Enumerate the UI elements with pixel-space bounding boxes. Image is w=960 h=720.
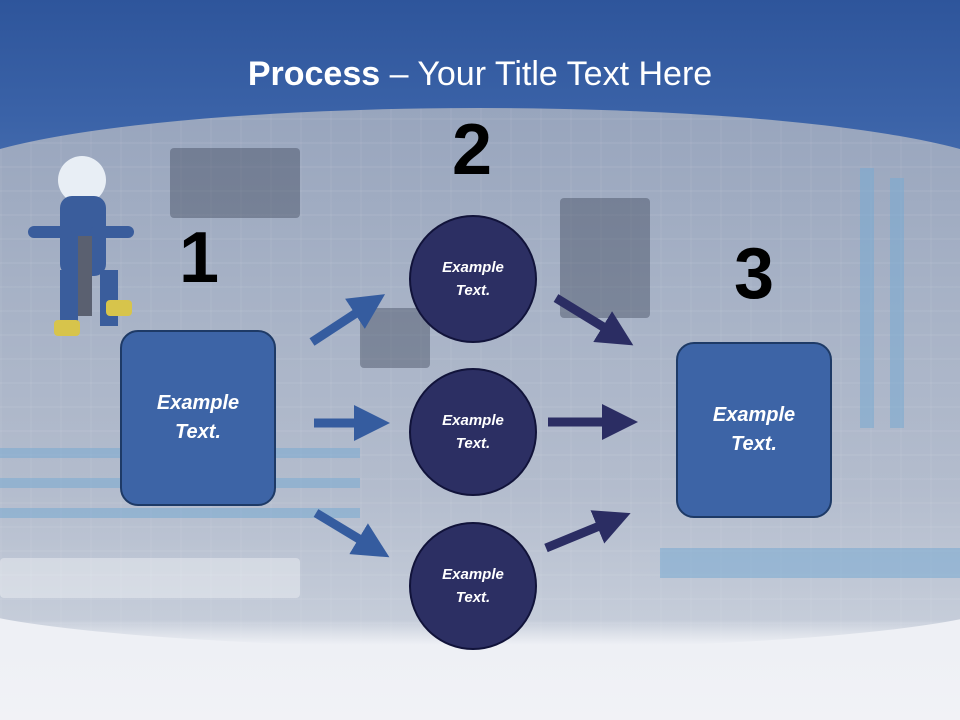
board-slot [0,508,360,518]
arrow-down-right [313,509,390,558]
title-rest: – Your Title Text Here [380,55,713,93]
arrow-up-right [309,294,386,346]
board-chip [560,198,650,318]
circle-bottom-line2: Text. [455,589,491,606]
board-slot [860,168,874,428]
circle-top-line2: Text. [455,282,491,299]
step-number-2: 2 [451,110,493,190]
circle-top-line1: Example [442,259,504,276]
step-number-1: 1 [178,218,220,298]
worker-figure-icon [28,156,134,336]
circle-middle-line2: Text. [455,435,491,452]
slide-title: Process – Your Title Text Here [0,52,960,96]
arrow-up-right-2 [544,510,631,553]
board-slot [660,548,960,578]
step-3-line1: Example [712,404,796,426]
step-1-line1: Example [156,392,240,414]
board-chip [170,148,300,218]
circle-middle-line1: Example [442,412,504,429]
circle-bottom-line1: Example [442,566,504,583]
title-bold: Process [247,55,381,93]
step-number-3: 3 [733,234,775,314]
board-connector [0,558,300,598]
step-3-line2: Text. [731,433,777,455]
arrow-down-right-2 [553,294,634,346]
board-slot [890,178,904,428]
step-1-line2: Text. [175,421,221,443]
